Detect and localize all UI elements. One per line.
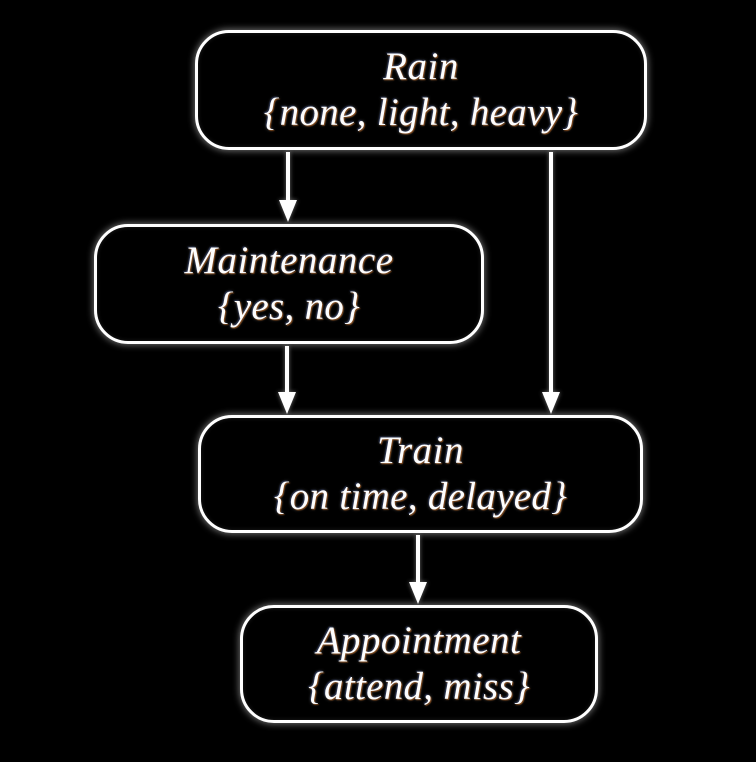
node-rain-states: {none, light, heavy}	[263, 91, 579, 134]
edge-maintenance-to-train	[271, 346, 303, 414]
node-appointment-states: {attend, miss}	[308, 665, 530, 708]
node-maintenance-states: {yes, no}	[217, 285, 361, 328]
node-maintenance[interactable]: Maintenance {yes, no}	[94, 224, 484, 344]
node-rain-label: Rain	[383, 45, 459, 89]
node-appointment-label: Appointment	[316, 619, 522, 663]
node-train[interactable]: Train {on time, delayed}	[198, 415, 643, 533]
edge-rain-to-maintenance	[272, 152, 304, 222]
edge-rain-to-train	[535, 152, 567, 414]
edge-train-to-appointment	[402, 535, 434, 604]
node-train-label: Train	[376, 429, 465, 473]
node-rain[interactable]: Rain {none, light, heavy}	[195, 30, 647, 150]
node-train-states: {on time, delayed}	[273, 475, 568, 518]
node-appointment[interactable]: Appointment {attend, miss}	[240, 605, 598, 723]
node-maintenance-label: Maintenance	[184, 239, 394, 283]
